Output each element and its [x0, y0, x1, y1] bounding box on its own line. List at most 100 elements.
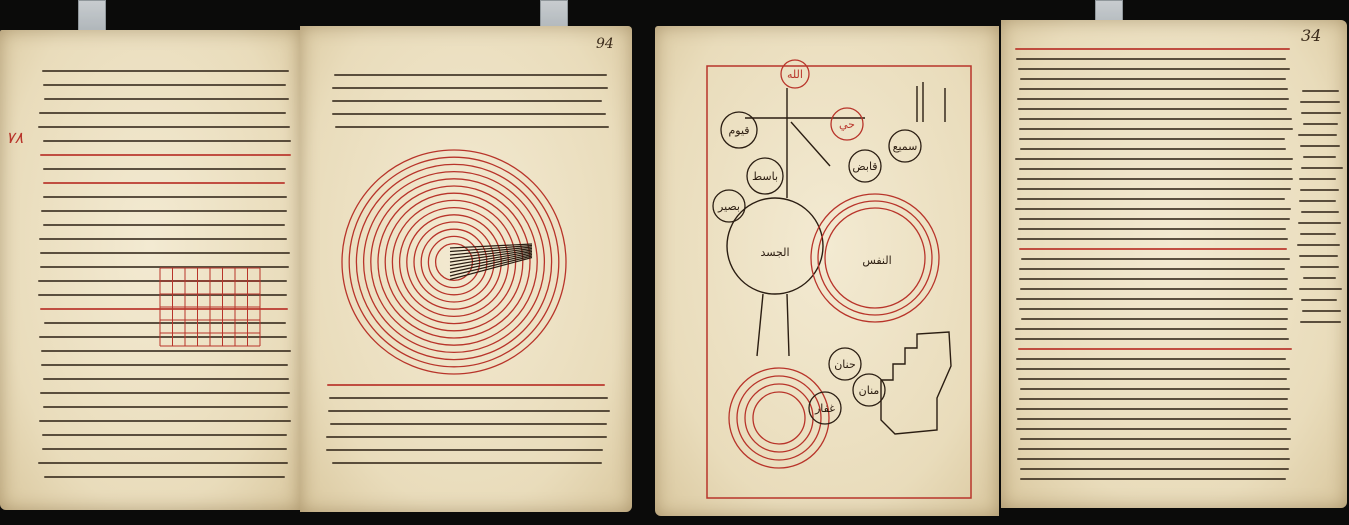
script-line [43, 406, 287, 408]
figure-name-circle: قيوم [721, 112, 757, 148]
script-line [1301, 211, 1339, 213]
script-line [43, 168, 285, 170]
script-line [1020, 78, 1286, 80]
script-line [1021, 318, 1288, 320]
script-line [1019, 308, 1289, 310]
script-line [1018, 68, 1290, 70]
script-line [43, 140, 291, 142]
script-line [1019, 268, 1286, 270]
script-line [39, 420, 292, 422]
script-line [1016, 368, 1291, 370]
script-line [1300, 321, 1341, 323]
script-line [1017, 178, 1293, 180]
script-line [1015, 338, 1289, 340]
script-line [1019, 128, 1293, 130]
script-line [1015, 158, 1292, 160]
script-line [40, 392, 290, 394]
script-line [1018, 378, 1287, 380]
script-line [43, 378, 289, 380]
figure-name-circle: الله [781, 60, 809, 88]
script-line [1016, 298, 1293, 300]
script-line [1300, 233, 1336, 235]
script-line [1302, 90, 1340, 92]
script-line [1303, 156, 1336, 158]
figure-name-circle: غفار [809, 392, 841, 424]
script-line [43, 182, 285, 184]
script-line [1015, 48, 1289, 50]
script-line [1017, 418, 1291, 420]
margin-folio-number: ٧٨ [6, 128, 23, 147]
figure-label: قيوم [728, 124, 749, 137]
figure-name-circle: حي [831, 108, 863, 140]
script-line [1300, 189, 1339, 191]
script-line [1015, 328, 1287, 330]
script-line [39, 112, 287, 114]
script-line [1020, 438, 1291, 440]
script-line [1021, 258, 1290, 260]
script-line [332, 462, 603, 464]
script-line [41, 350, 290, 352]
script-line [1017, 238, 1288, 240]
script-line [1299, 288, 1342, 290]
figure-label: باسط [752, 170, 778, 183]
script-line [1019, 278, 1288, 280]
script-line [1018, 228, 1285, 230]
script-line [327, 384, 605, 386]
figure-label: حنان [834, 358, 856, 371]
script-line [332, 87, 608, 89]
script-line [43, 196, 287, 198]
text-block-top [330, 74, 610, 144]
script-line [1299, 200, 1336, 202]
script-line [1019, 138, 1286, 140]
script-line [44, 476, 285, 478]
script-line [1297, 244, 1339, 246]
script-line [1302, 310, 1340, 312]
script-line [1298, 134, 1337, 136]
script-line [1303, 277, 1337, 279]
script-line [40, 252, 290, 254]
script-line [1019, 118, 1292, 120]
commentary-page: 34 [1001, 20, 1347, 508]
script-line [1019, 88, 1289, 90]
figure-label: منان [859, 384, 880, 397]
folio-number: 34 [1301, 26, 1321, 45]
script-line [1015, 208, 1290, 210]
figure-label: بصير [717, 200, 740, 213]
script-line [1019, 248, 1287, 250]
script-line [1020, 148, 1285, 150]
figure-label: حي [839, 118, 855, 131]
figure-diagram: الله حي قيوم سميع قابض باسط بصير حنانمنان غفار ال… [655, 26, 999, 516]
script-line [1301, 299, 1337, 301]
figure-label: غفار [814, 402, 835, 415]
left-manuscript-spread: ٧٨ 94 [0, 0, 640, 525]
figure-label: النفس [862, 254, 891, 267]
figure-label: قابض [852, 160, 877, 173]
script-line [1018, 108, 1287, 110]
figure-name-circle: سميع [889, 130, 921, 162]
script-line [1300, 145, 1340, 147]
figure-label: الجسد [760, 246, 789, 259]
script-line [42, 434, 287, 436]
script-line [1016, 408, 1289, 410]
script-line [1303, 123, 1338, 125]
script-line [1298, 222, 1342, 224]
figure-name-circle: حنان [829, 348, 861, 380]
script-line [1020, 288, 1287, 290]
figure-name-circle: قابض [849, 150, 881, 182]
script-line [39, 238, 287, 240]
script-line [1299, 178, 1335, 180]
script-line [41, 364, 288, 366]
script-line [1019, 168, 1292, 170]
script-line [326, 449, 603, 451]
numeric-table [160, 268, 260, 348]
script-line [1301, 112, 1342, 114]
figure-name-circle: باسط [747, 158, 783, 194]
cosmological-figure-page: الله حي قيوم سميع قابض باسط بصير حنانمنان غفار ال… [655, 26, 999, 516]
script-line [41, 210, 287, 212]
text-block [1015, 48, 1293, 494]
script-line [1019, 398, 1288, 400]
script-line [335, 126, 608, 128]
script-line [42, 70, 289, 72]
script-line [1016, 428, 1287, 430]
text-block-bottom [326, 384, 610, 484]
